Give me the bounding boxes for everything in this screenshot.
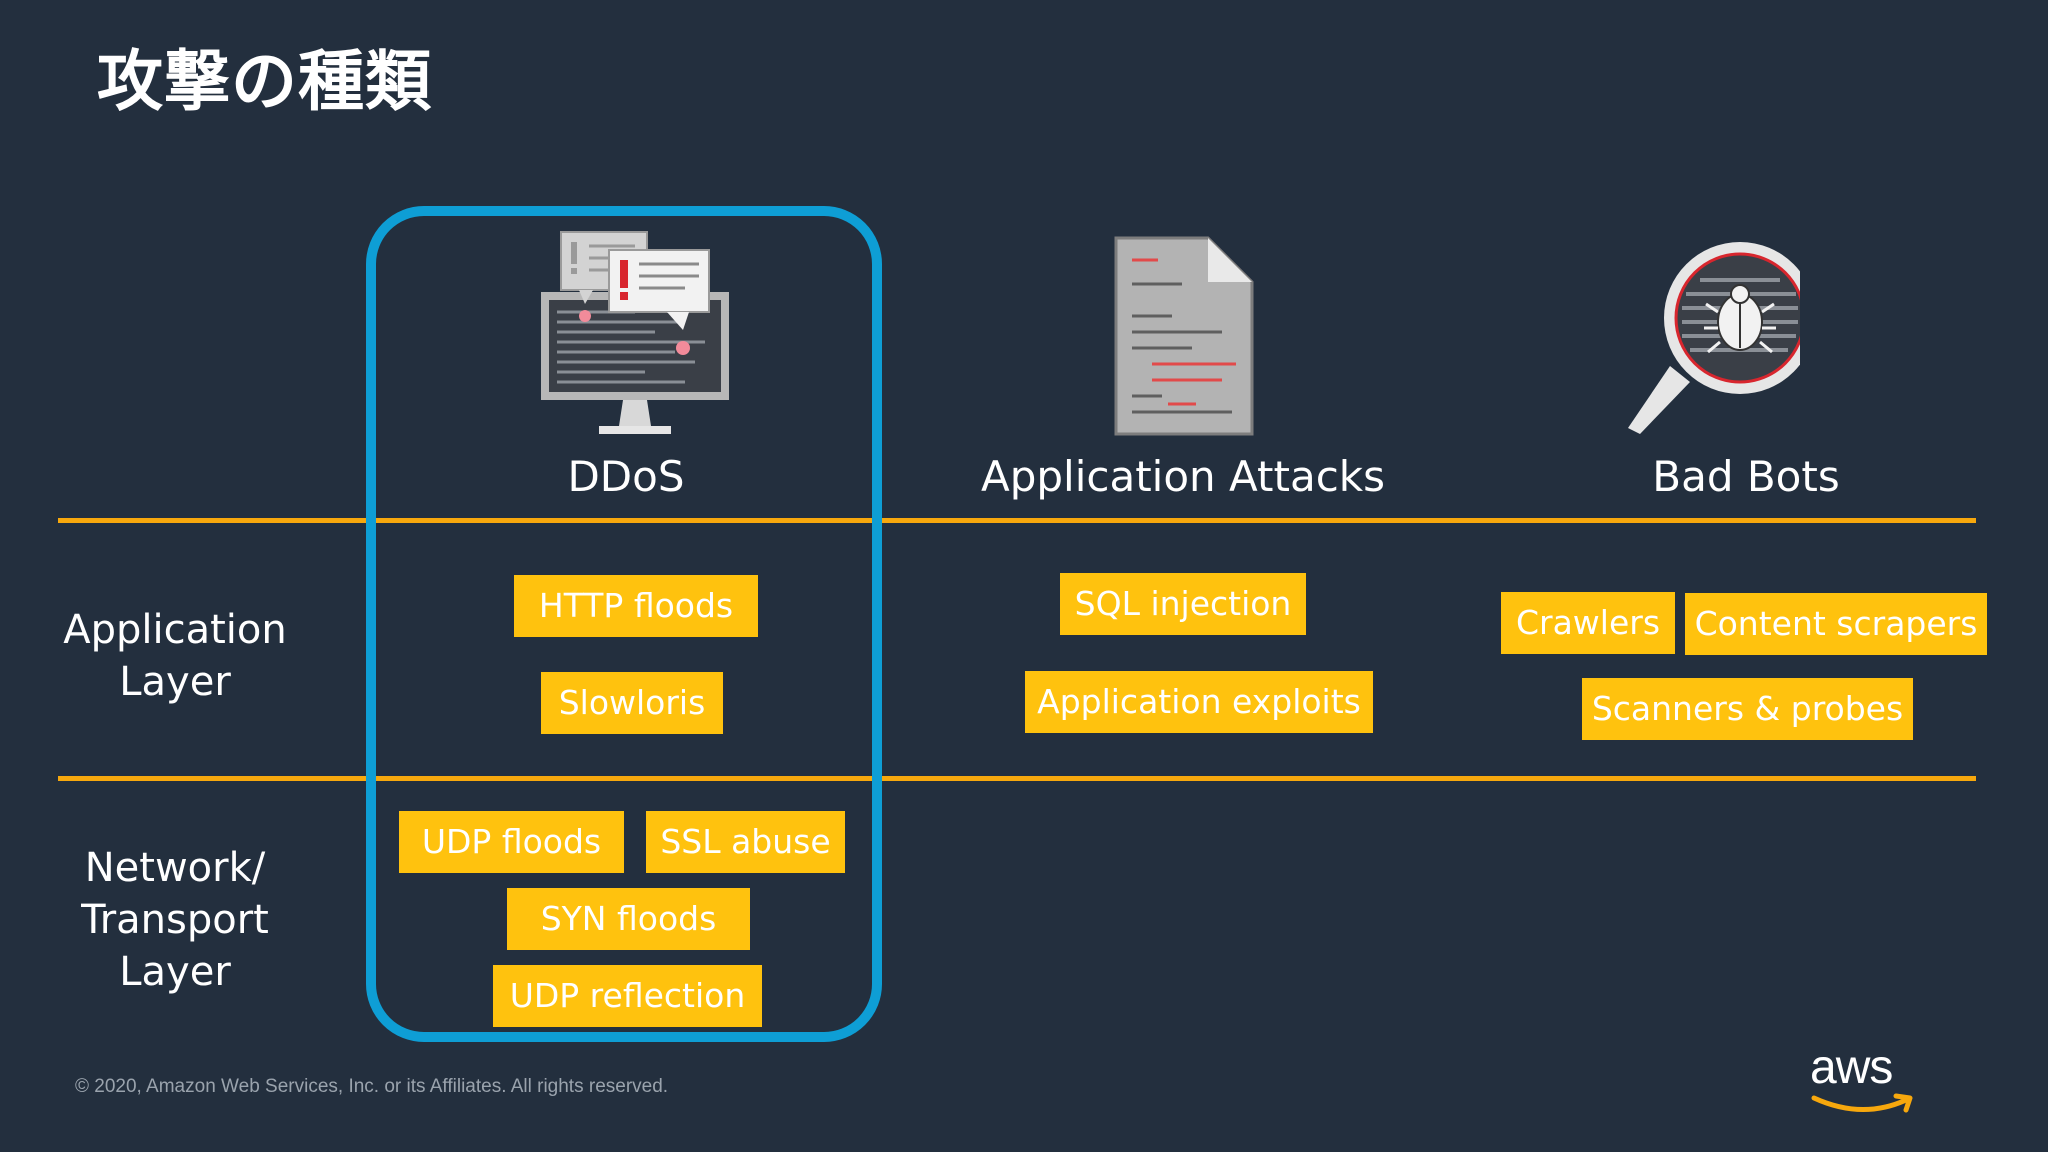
column-title-bad-bots: Bad Bots xyxy=(1652,452,1840,501)
row-label-network-transport-layer: Network/ Transport Layer xyxy=(30,842,320,998)
tag-udp-floods: UDP floods xyxy=(399,811,624,873)
row-label-line: Layer xyxy=(119,659,231,705)
tag-application-exploits: Application exploits xyxy=(1025,671,1373,733)
row-label-application-layer: Application Layer xyxy=(30,604,320,708)
tag-udp-reflection: UDP reflection xyxy=(493,965,762,1027)
document-code-icon xyxy=(1114,236,1254,436)
monitor-alert-icon xyxy=(541,231,729,434)
tag-content-scrapers: Content scrapers xyxy=(1685,593,1987,655)
column-title-application-attacks: Application Attacks xyxy=(981,452,1385,501)
ddos-highlight-frame xyxy=(366,206,882,1042)
tag-syn-floods: SYN floods xyxy=(507,888,750,950)
row-label-line: Layer xyxy=(119,949,231,995)
slide-title: 攻撃の種類 xyxy=(97,43,432,120)
tag-scanners-probes: Scanners & probes xyxy=(1582,678,1913,740)
aws-smile-icon xyxy=(1811,1093,1913,1113)
tag-slowloris: Slowloris xyxy=(541,672,723,734)
magnifier-bug-icon xyxy=(1628,242,1800,434)
tag-ssl-abuse: SSL abuse xyxy=(646,811,845,873)
row-label-line: Transport xyxy=(81,897,269,943)
aws-logo-text: aws xyxy=(1810,1041,1893,1094)
divider-bottom xyxy=(58,776,1976,781)
tag-http-floods: HTTP floods xyxy=(514,575,758,637)
divider-top xyxy=(58,518,1976,523)
row-label-line: Network/ xyxy=(84,845,266,891)
copyright-footer: © 2020, Amazon Web Services, Inc. or its… xyxy=(75,1076,669,1097)
row-label-line: Application xyxy=(63,607,287,653)
tag-crawlers: Crawlers xyxy=(1501,592,1675,654)
column-title-ddos: DDoS xyxy=(567,452,685,501)
tag-sql-injection: SQL injection xyxy=(1060,573,1306,635)
